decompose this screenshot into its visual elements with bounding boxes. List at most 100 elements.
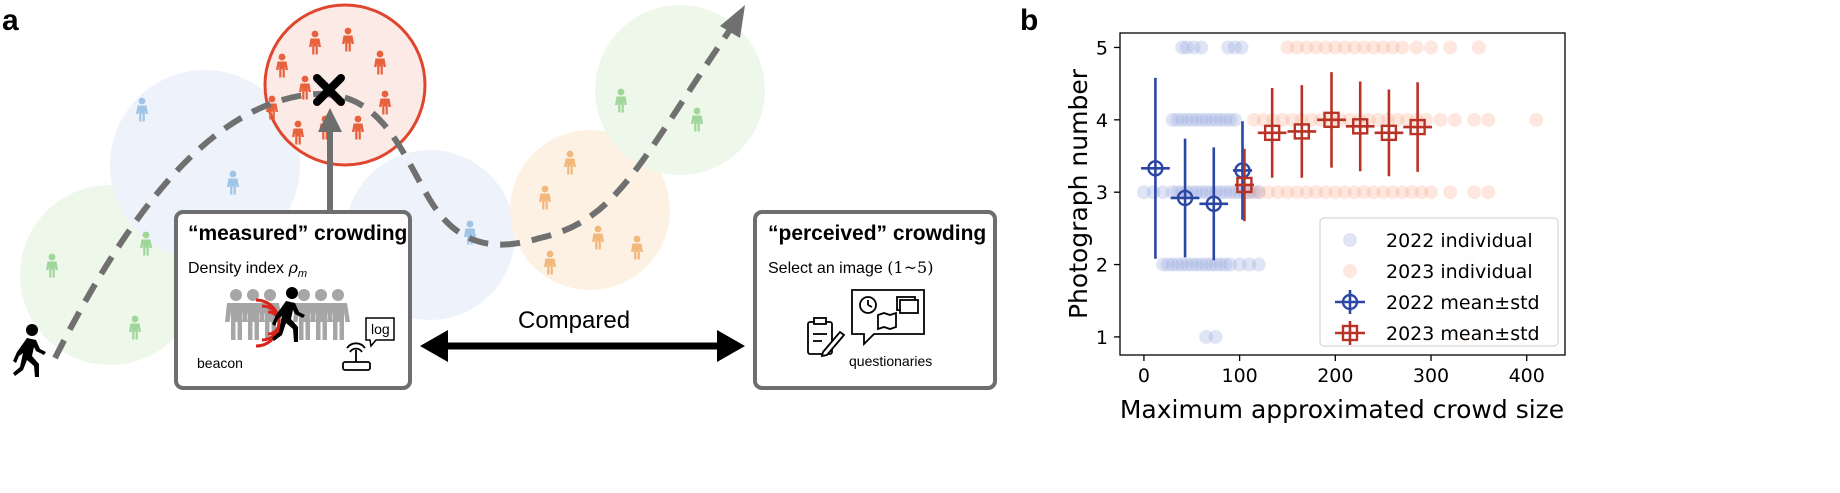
individual-point [1361, 112, 1376, 127]
individual-point [1414, 185, 1429, 200]
mean-marker-square [1293, 123, 1311, 140]
log-label: log [371, 321, 390, 337]
individual-point [1467, 185, 1482, 200]
mean-marker-square [1263, 124, 1281, 142]
individual-point [1309, 185, 1324, 200]
individual-point [1409, 40, 1424, 55]
individual-point [1223, 185, 1238, 200]
individual-point [1529, 112, 1544, 127]
y-tick-label: 5 [1096, 37, 1108, 59]
legend-marker [1343, 233, 1357, 247]
individual-point [1385, 185, 1400, 200]
perceived-crowding-box: “perceived” crowding Select an image (1~… [753, 210, 997, 390]
red-crowd-region [263, 3, 427, 167]
individual-point [1213, 185, 1228, 200]
x-tick-label: 200 [1317, 365, 1353, 387]
individual-point [1366, 40, 1381, 55]
individual-point [1175, 40, 1190, 55]
panel-a: a [2, 3, 997, 390]
individual-point [1218, 185, 1233, 200]
individual-point [1199, 185, 1214, 200]
individual-point [1261, 185, 1276, 200]
legend-marker [1341, 293, 1359, 311]
x-tick-label: 0 [1138, 365, 1150, 387]
green-crowd-region-2 [595, 5, 765, 175]
density-symbol: ρ [288, 258, 299, 277]
individual-point [1218, 112, 1233, 127]
y-tick-label: 3 [1096, 182, 1108, 204]
individual-point [1208, 329, 1223, 344]
y-tick-label: 1 [1096, 327, 1108, 349]
individual-point [1203, 257, 1218, 272]
y-tick-label: 2 [1096, 255, 1108, 277]
panel-b-label: b [1020, 4, 1038, 37]
beacon-signal-icon [255, 298, 281, 348]
mean-marker-circle [1205, 195, 1222, 212]
y-axis-label: Photograph number [1064, 68, 1093, 319]
clipboard-icon [807, 317, 846, 358]
individual-point [1390, 112, 1405, 127]
beacon-label: beacon [197, 355, 243, 371]
individual-point [1443, 185, 1458, 200]
individual-point [1433, 112, 1448, 127]
select-image-range: (1~5) [887, 258, 933, 277]
density-index-text: Density index [188, 260, 284, 277]
individual-point [1256, 112, 1271, 127]
errorbar-layer [1141, 72, 1432, 261]
individual-point [1189, 257, 1204, 272]
mean-marker-square [1380, 124, 1398, 142]
mean-marker-square [1323, 111, 1340, 129]
individual-point [1467, 112, 1482, 127]
x-tick-label: 400 [1509, 365, 1545, 387]
individual-point [1290, 40, 1305, 55]
individual-point [1481, 112, 1496, 127]
individual-point [1227, 112, 1242, 127]
individual-point [1270, 185, 1285, 200]
individual-point [1376, 40, 1391, 55]
legend-marker [1343, 264, 1357, 278]
individual-point [1299, 185, 1314, 200]
mean-marker-square [1236, 176, 1253, 194]
individual-point [1275, 112, 1290, 127]
individual-point [1184, 185, 1199, 200]
individual-point [1165, 112, 1180, 127]
individual-point [1199, 329, 1214, 344]
individual-point [1385, 40, 1400, 55]
legend-entry-label: 2023 mean±std [1386, 323, 1540, 345]
individual-point [1481, 185, 1496, 200]
individual-point [1242, 257, 1257, 272]
measure-arrowhead [318, 108, 342, 132]
individual-point [1223, 257, 1238, 272]
individual-point [1366, 185, 1381, 200]
individual-point [1337, 185, 1352, 200]
individual-point [1165, 257, 1180, 272]
individual-point [1318, 40, 1333, 55]
individual-point [1184, 257, 1199, 272]
measured-crowding-box: “measured” crowding Density index ρm bea… [174, 210, 412, 390]
measured-crowding-title: “measured” crowding [188, 222, 407, 245]
individual-point [1218, 257, 1233, 272]
individual-point [1170, 112, 1185, 127]
walking-person-icon [13, 324, 46, 377]
walking-path [52, 13, 743, 360]
individual-point [1280, 40, 1295, 55]
x-axis-label: Maximum approximated crowd size [1120, 395, 1564, 424]
individual-point [1443, 40, 1458, 55]
individual-point [1213, 112, 1228, 127]
individual-point [1376, 185, 1391, 200]
individual-point [1170, 185, 1185, 200]
individual-point [1208, 257, 1223, 272]
individual-point [1447, 112, 1462, 127]
individual-point [1232, 257, 1247, 272]
individual-point [1136, 185, 1151, 200]
individual-point [1221, 40, 1236, 55]
individual-point [1328, 185, 1343, 200]
individual-point [1227, 40, 1242, 55]
individual-point [1299, 40, 1314, 55]
individual-point [1208, 185, 1223, 200]
y-tick-label: 4 [1096, 110, 1108, 132]
individual-point [1404, 185, 1419, 200]
